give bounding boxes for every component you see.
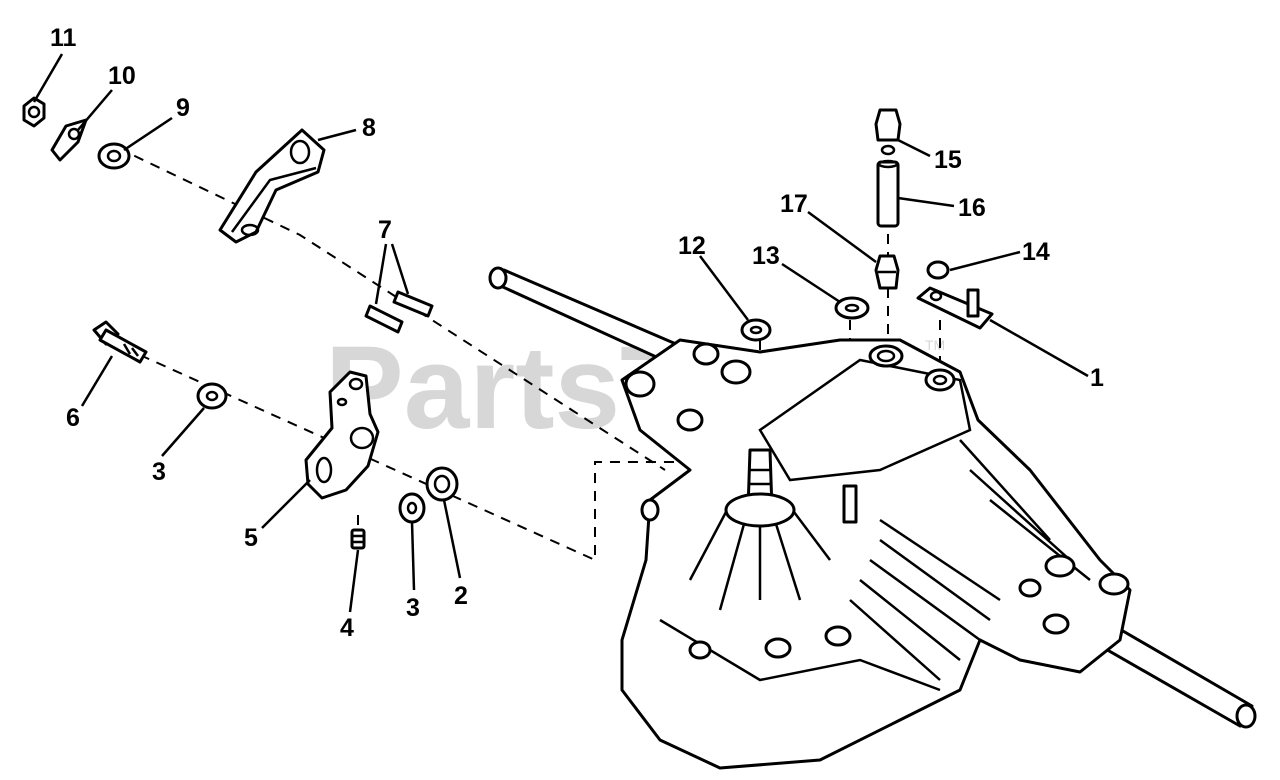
leader-11 (32, 53, 64, 103)
part-7-pins (364, 290, 434, 334)
callout-13: 13 (752, 242, 780, 270)
part-6-bolt (92, 320, 148, 364)
leader-7 (374, 243, 410, 305)
leader-8 (317, 128, 357, 142)
part-14-plug (926, 260, 950, 280)
assembly-line-upper (117, 147, 666, 471)
transaxle-housing (488, 266, 1257, 770)
callout-4: 4 (340, 614, 354, 642)
callout-3-upper: 3 (152, 458, 166, 486)
part-17-fitting (874, 254, 900, 290)
part-3-washer-upper (196, 382, 228, 410)
callout-12: 12 (678, 232, 706, 260)
leader-1 (989, 318, 1089, 378)
assembly-line-lower (139, 354, 680, 562)
part-3-washer-lower (398, 492, 426, 524)
part-11-nut (22, 96, 46, 128)
callout-10: 10 (108, 62, 136, 90)
part-4-setscrew (350, 528, 366, 550)
part-1-plate (916, 286, 994, 330)
callout-2: 2 (454, 582, 468, 610)
part-13-washer (834, 296, 870, 320)
leader-16 (897, 196, 955, 208)
leader-6 (80, 355, 114, 407)
leader-14 (949, 250, 1021, 272)
part-10-clip (50, 118, 88, 162)
part-16-tube (876, 159, 900, 228)
callout-14: 14 (1022, 238, 1050, 266)
callout-11: 11 (50, 24, 77, 52)
leader-17 (807, 210, 877, 264)
callout-16: 16 (958, 194, 986, 222)
leader-15 (897, 138, 931, 158)
part-2-bushing (425, 466, 459, 502)
part-15-fitting (874, 108, 902, 156)
leader-5 (261, 479, 311, 529)
callout-15: 15 (934, 146, 962, 174)
part-12-washer (740, 318, 772, 342)
leader-12 (699, 255, 749, 321)
leader-2 (442, 499, 462, 579)
leader-3a (161, 407, 205, 457)
part-8-bracket (218, 128, 326, 244)
callout-5: 5 (244, 524, 258, 552)
leader-13 (781, 262, 841, 304)
part-5-lever (304, 370, 380, 500)
leader-3b (410, 521, 416, 591)
callout-17: 17 (780, 190, 808, 218)
callout-9: 9 (176, 94, 190, 122)
part-9-washer (97, 142, 131, 170)
callout-1: 1 (1090, 364, 1104, 392)
callout-6: 6 (66, 404, 80, 432)
callout-7: 7 (378, 216, 392, 244)
watermark-trademark: TM (925, 337, 945, 353)
leader-4 (348, 549, 360, 613)
callout-3-lower: 3 (406, 594, 420, 622)
callout-8: 8 (362, 114, 376, 142)
leader-9 (123, 116, 173, 152)
leader-10 (77, 89, 113, 131)
